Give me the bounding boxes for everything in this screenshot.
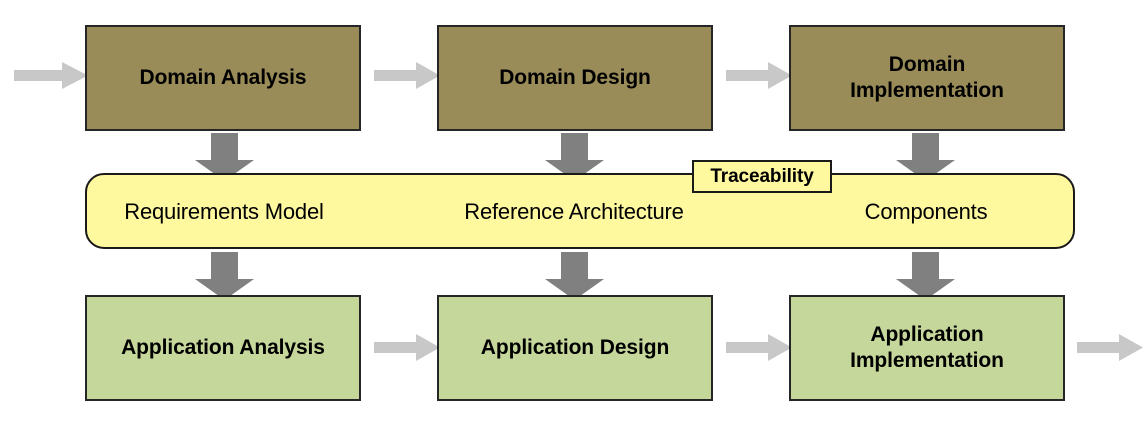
arrow-reference-architecture-to-application-design-icon bbox=[545, 252, 604, 300]
arrow-domain-analysis-to-domain-design-icon bbox=[374, 62, 440, 89]
artifact-reference-architecture-label: Reference Architecture bbox=[464, 199, 684, 224]
entry-arrow-domain-icon bbox=[14, 62, 88, 89]
artifact-band bbox=[85, 173, 1075, 249]
artifact-requirements-model-label: Requirements Model bbox=[124, 199, 324, 224]
box-application-implementation-label: Application Implementation bbox=[850, 323, 1004, 372]
box-domain-design-label: Domain Design bbox=[499, 66, 651, 90]
box-application-implementation[interactable]: Application Implementation bbox=[789, 295, 1065, 401]
arrow-domain-design-to-domain-implementation-icon bbox=[726, 62, 792, 89]
box-application-design-label: Application Design bbox=[480, 336, 670, 360]
arrow-requirements-model-to-application-analysis-icon bbox=[195, 252, 254, 300]
arrow-domain-implementation-to-components-icon bbox=[896, 133, 955, 181]
box-domain-analysis-label: Domain Analysis bbox=[139, 66, 307, 90]
arrow-components-to-application-implementation-icon bbox=[896, 252, 955, 300]
box-application-design[interactable]: Application Design bbox=[437, 295, 713, 401]
box-application-analysis-label: Application Analysis bbox=[121, 336, 325, 360]
arrow-domain-analysis-to-requirements-model-icon bbox=[195, 133, 254, 181]
box-domain-implementation[interactable]: Domain Implementation bbox=[789, 25, 1065, 131]
traceability-callout-label: Traceability bbox=[710, 165, 814, 187]
arrow-domain-design-to-reference-architecture-icon bbox=[545, 133, 604, 181]
box-domain-analysis[interactable]: Domain Analysis bbox=[85, 25, 361, 131]
exit-arrow-application-icon bbox=[1077, 334, 1143, 361]
traceability-callout[interactable]: Traceability bbox=[692, 160, 832, 193]
arrow-application-design-to-application-implementation-icon bbox=[726, 334, 792, 361]
box-domain-implementation-label: Domain Implementation bbox=[850, 53, 1004, 102]
box-domain-design[interactable]: Domain Design bbox=[437, 25, 713, 131]
artifact-components-label: Components bbox=[864, 199, 988, 224]
arrow-application-analysis-to-application-design-icon bbox=[374, 334, 440, 361]
box-application-analysis[interactable]: Application Analysis bbox=[85, 295, 361, 401]
